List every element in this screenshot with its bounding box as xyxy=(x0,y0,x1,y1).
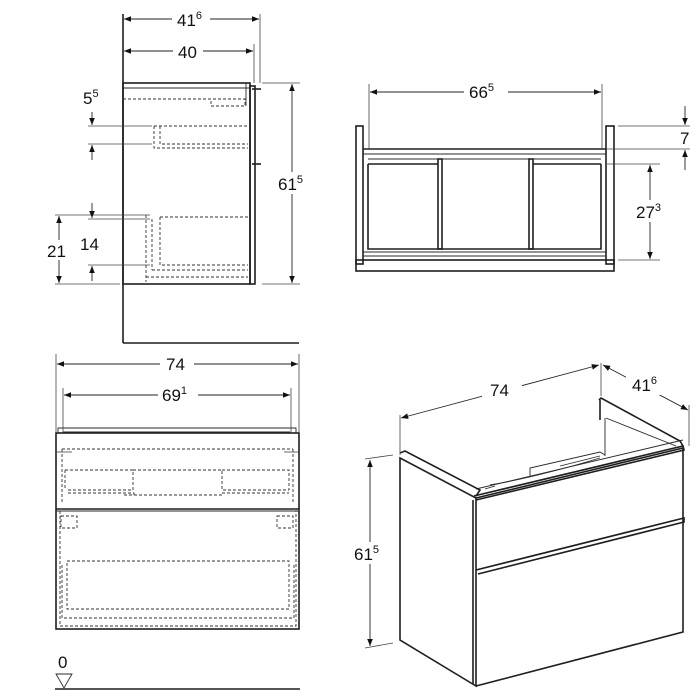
dim-side-top-offset: 55 xyxy=(83,88,99,108)
cabinet-body-side xyxy=(122,82,251,285)
dim-side-depth-body: 40 xyxy=(178,43,197,62)
dim-iso-depth: 416 xyxy=(632,375,657,395)
top-view-base xyxy=(355,259,615,272)
side-view: 416 40 55 615 14 21 xyxy=(45,8,312,344)
front-panel-side xyxy=(249,85,256,285)
dim-front-width-overall: 74 xyxy=(166,355,185,374)
front-view: 74 691 0 xyxy=(55,352,300,690)
floor-level-label: 0 xyxy=(58,653,67,672)
iso-view: 74 416 615 xyxy=(353,363,690,688)
floor-level-triangle-icon xyxy=(55,673,73,689)
dim-side-floor-lower: 21 xyxy=(47,242,66,261)
dim-side-height: 615 xyxy=(278,174,303,194)
dim-front-width-inner: 691 xyxy=(162,385,187,405)
dim-iso-height: 615 xyxy=(354,544,379,564)
dim-side-depth-overall: 416 xyxy=(177,10,202,30)
dim-top-inner-width: 665 xyxy=(469,82,494,102)
front-body xyxy=(55,432,300,630)
dim-iso-width: 74 xyxy=(490,381,509,400)
dim-top-drawer-depth: 273 xyxy=(636,202,661,222)
top-view: 665 7 273 xyxy=(355,80,690,272)
iso-front-face xyxy=(475,446,684,687)
dim-top-upper-gap: 7 xyxy=(680,129,689,148)
dim-side-lower-drawer: 14 xyxy=(80,235,99,254)
